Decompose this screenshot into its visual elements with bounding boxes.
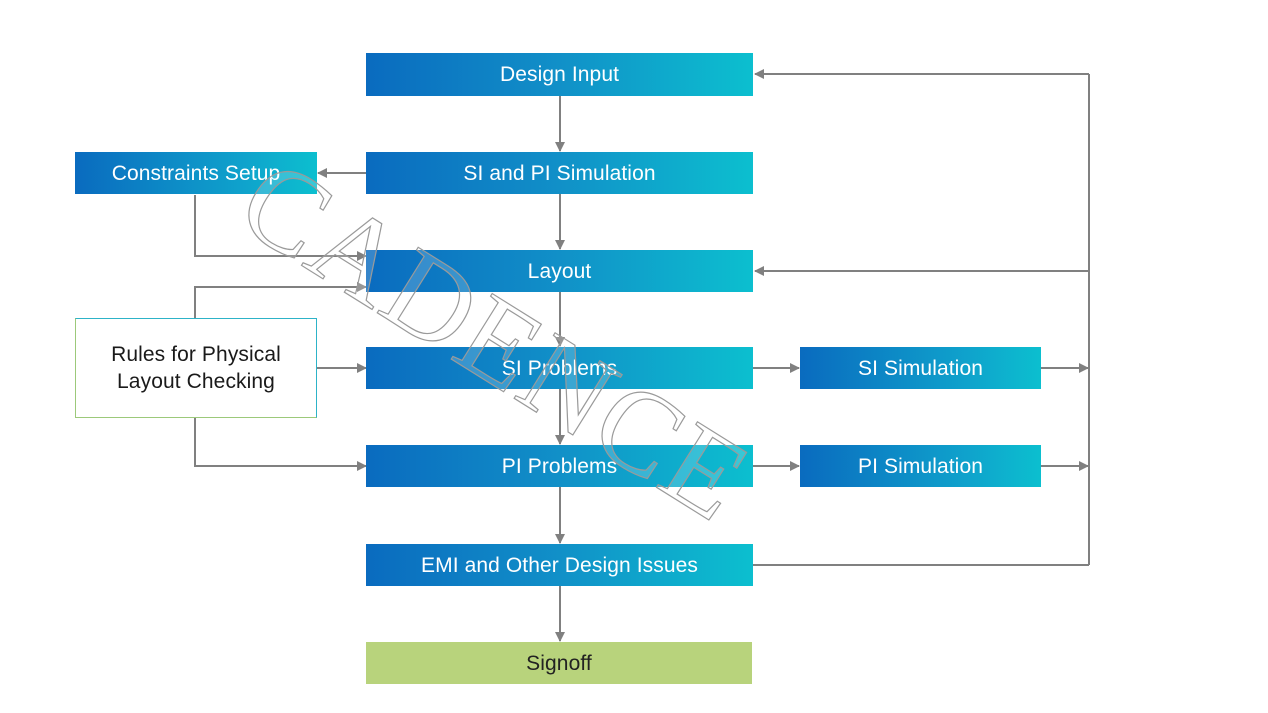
node-rules-physical-layout: Rules for Physical Layout Checking (75, 318, 317, 418)
node-constraints-setup: Constraints Setup (75, 152, 317, 194)
rules-line-2: Layout Checking (117, 370, 275, 393)
node-design-input: Design Input (366, 53, 753, 96)
node-si-pi-simulation: SI and PI Simulation (366, 152, 753, 194)
node-pi-simulation: PI Simulation (800, 445, 1041, 487)
node-si-problems: SI Problems (366, 347, 753, 389)
node-emi-design-issues: EMI and Other Design Issues (366, 544, 753, 586)
arrow-rules-to-layout (194, 282, 367, 318)
node-layout: Layout (366, 250, 753, 292)
node-si-simulation: SI Simulation (800, 347, 1041, 389)
arrow-rules-to-pi (194, 418, 367, 471)
node-pi-problems: PI Problems (366, 445, 753, 487)
arrow-constraints-to-layout (194, 195, 367, 261)
node-signoff: Signoff (366, 642, 752, 684)
rules-line-1: Rules for Physical (111, 343, 281, 366)
